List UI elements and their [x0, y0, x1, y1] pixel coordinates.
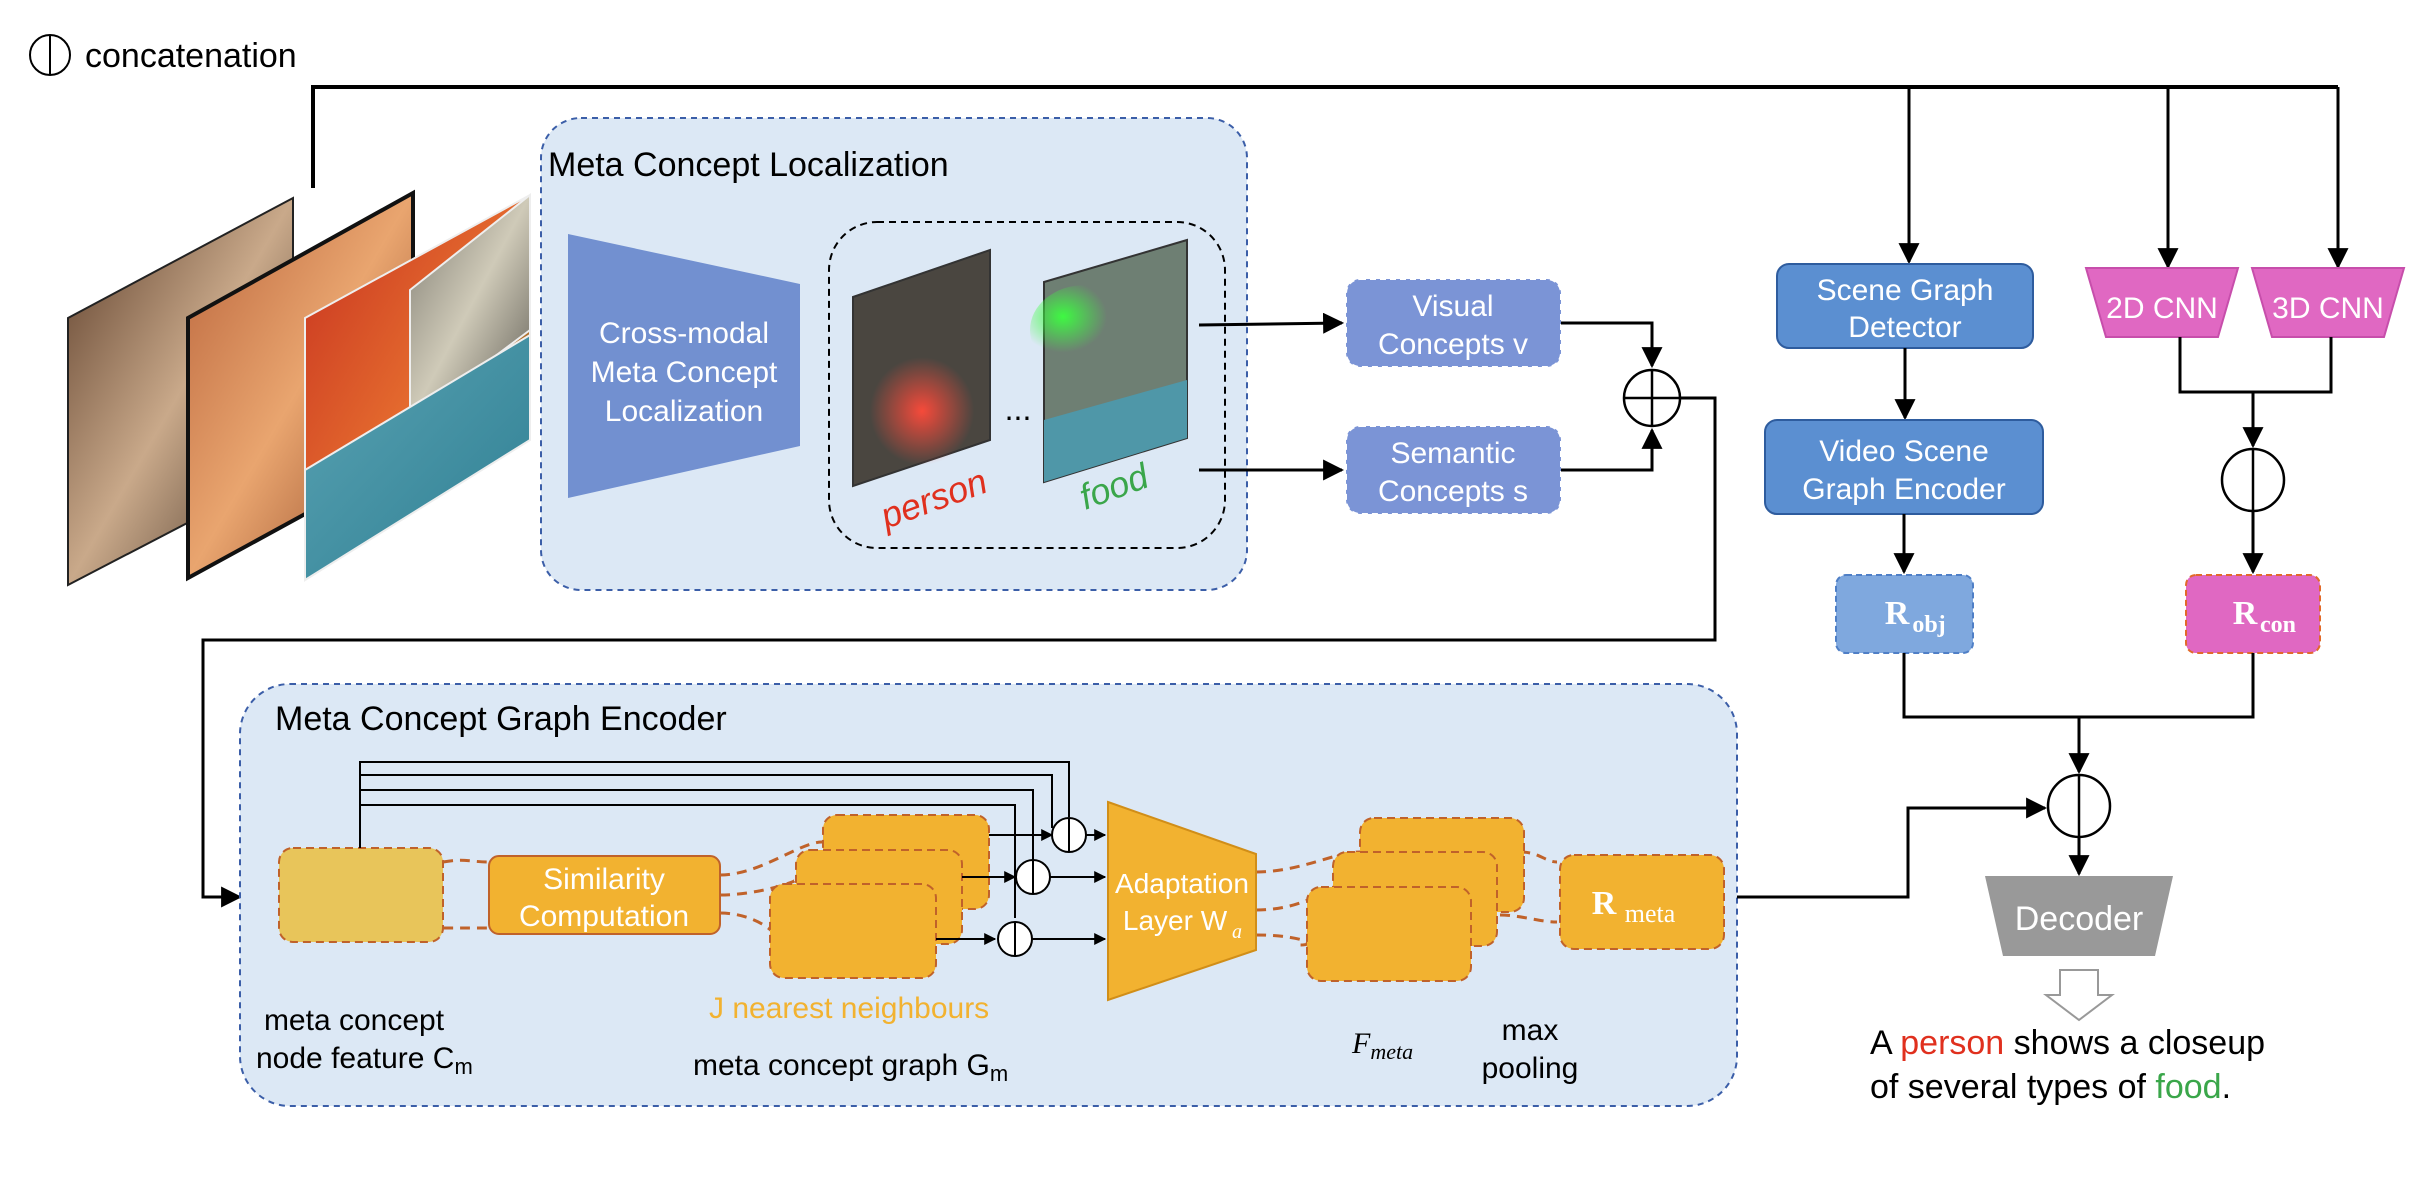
adaptation-layer: [1107, 800, 1257, 1002]
video-frame: [304, 333, 531, 582]
cnn-concat-node: [2220, 447, 2286, 513]
localization-panel: Meta Concept Localization Cross-modal Me…: [540, 117, 1248, 591]
adaptation-label-1: Adaptation: [1115, 868, 1249, 899]
cnn-join: [2178, 337, 2333, 394]
r-con-sub: con: [2260, 612, 2296, 638]
detector-label-1: Scene Graph: [1817, 274, 1994, 307]
r-meta-sub: meta: [1625, 899, 1676, 928]
scene-encoder-label-2: Graph Encoder: [1802, 473, 2005, 506]
node-feature-label-1: meta concept: [264, 1004, 445, 1037]
semantic-label-1: Semantic: [1390, 437, 1515, 470]
arrow-to-visual: [1198, 312, 1345, 334]
graph-concat-node: [997, 921, 1033, 957]
top-connector: [311, 85, 2338, 188]
scene-graph-detector: Scene Graph Detector: [1776, 263, 2034, 349]
cnn-2d: 2D CNN: [2084, 267, 2240, 338]
localized-frames-group: [828, 221, 1226, 549]
visual-label-2: Concepts v: [1378, 328, 1528, 361]
node-feature-label-2: node feature Cm: [256, 1042, 473, 1079]
graph-label: meta concept graph Gm: [693, 1049, 1008, 1086]
addition-node: [1622, 368, 1682, 428]
legend: concatenation: [29, 34, 297, 76]
r-obj-sub: obj: [1912, 612, 1945, 638]
caption-line-2: of several types of food.: [1870, 1068, 2231, 1106]
pooling-label-1: max: [1502, 1014, 1559, 1047]
r-obj-main: R: [1885, 595, 1910, 632]
video-frame: [409, 192, 531, 422]
detector-label-2: Detector: [1848, 311, 1961, 344]
graph-concat-node: [1015, 859, 1051, 895]
semantic-concepts-box: Semantic Concepts s: [1345, 425, 1562, 515]
f-meta-label: Fmeta: [1351, 1027, 1413, 1064]
legend-label: concatenation: [85, 37, 297, 75]
final-concat-node: [2046, 773, 2112, 839]
add-to-graph-encoder: [201, 396, 1717, 908]
cross-modal-label-3: Localization: [605, 395, 763, 428]
cnn-3d: 3D CNN: [2250, 267, 2406, 338]
nearest-neighbours-label: J nearest neighbours: [709, 992, 989, 1025]
video-frames: [67, 189, 531, 587]
video-scene-graph-encoder: Video Scene Graph Encoder: [1764, 419, 2044, 515]
pooling-label-2: pooling: [1482, 1052, 1579, 1085]
adaptation-label-2: Layer W: [1123, 905, 1228, 936]
cross-modal-label-1: Cross-modal: [599, 317, 769, 350]
similarity-label-2: Computation: [519, 900, 689, 933]
graph-concat-node: [1051, 817, 1087, 853]
r-meta-main: R: [1592, 885, 1617, 922]
neighbour-graph-card: [769, 883, 937, 979]
graph-encoder-title: Meta Concept Graph Encoder: [275, 700, 727, 738]
similarity-computation: [488, 855, 721, 935]
scene-encoder-label-1: Video Scene: [1819, 435, 1989, 468]
cross-modal-module: [568, 234, 800, 498]
semantic-label-2: Concepts s: [1378, 475, 1528, 508]
f-meta-card: [1306, 886, 1472, 982]
similarity-label-1: Similarity: [543, 863, 665, 896]
r-con-box: R con: [2185, 574, 2321, 654]
rmeta-to-final-concat: [1737, 797, 2048, 899]
decoder-label: Decoder: [2015, 900, 2144, 938]
r-con-main: R: [2233, 595, 2258, 632]
r-meta-box: [1559, 854, 1725, 950]
cnn-2d-label: 2D CNN: [2106, 292, 2218, 325]
visual-label-1: Visual: [1412, 290, 1493, 323]
decoder: Decoder: [1985, 876, 2173, 956]
visual-to-add: [1561, 321, 1663, 369]
cnn-3d-label: 3D CNN: [2272, 292, 2384, 325]
adaptation-sub: a: [1232, 921, 1242, 943]
ellipsis: ...: [1005, 391, 1032, 427]
localization-title: Meta Concept Localization: [548, 146, 949, 184]
node-feature-box: [278, 847, 444, 943]
cross-modal-label-2: Meta Concept: [591, 356, 778, 389]
graph-encoder-panel: Meta Concept Graph Encoder Similarity Co: [239, 683, 1738, 1107]
r-obj-box: R obj: [1835, 574, 1974, 654]
caption-line-1: A person shows a closeup: [1870, 1024, 2265, 1062]
output-arrow-icon: [2043, 969, 2115, 1022]
visual-concepts-box: Visual Concepts v: [1345, 278, 1562, 368]
r-merge: [1902, 653, 2255, 719]
semantic-to-add: [1561, 427, 1663, 472]
